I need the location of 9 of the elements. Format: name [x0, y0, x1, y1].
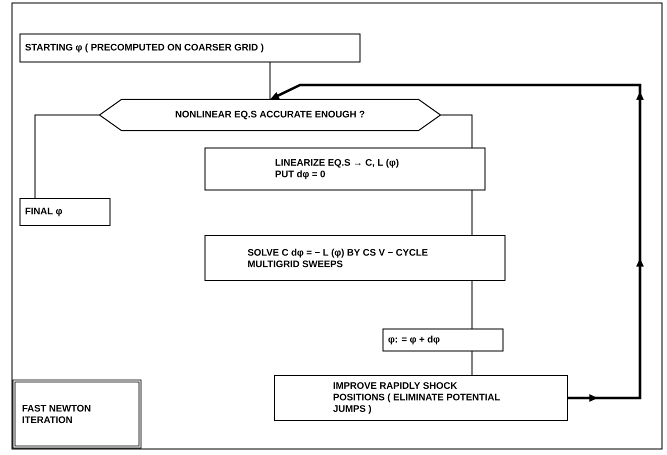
process-box: φ: = φ + dφ [382, 328, 504, 352]
arrow [440, 114, 472, 148]
process-box: LINEARIZE EQ.S → C, L (φ) PUT dφ = 0 [204, 148, 486, 190]
process-box: STARTING φ ( PRECOMPUTED ON COARSER GRID ) [20, 34, 360, 62]
process-box: SOLVE C dφ = − L (φ) BY CS V − CYCLE MULTIGRID SWEEPS [204, 235, 506, 281]
decision-hexagon: NONLINEAR EQ.S ACCURATE ENOUGH ? [98, 98, 442, 132]
process-box: FINAL φ [20, 198, 110, 226]
title-box: FAST NEWTON ITERATION [12, 380, 142, 448]
process-box: IMPROVE RAPIDLY SHOCK POSITIONS ( ELIMINATE POTENTIAL JUMPS ) [274, 375, 568, 421]
